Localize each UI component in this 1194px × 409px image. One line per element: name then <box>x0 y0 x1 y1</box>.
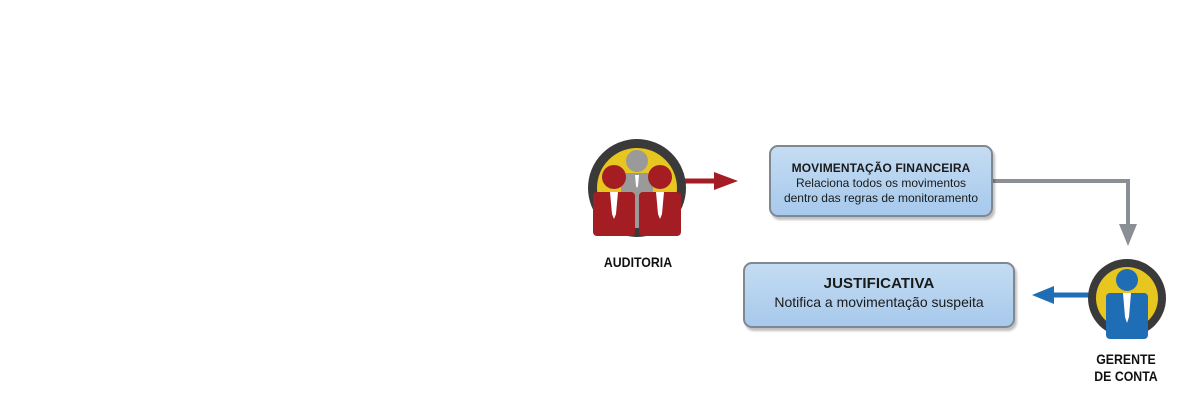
gerente-de-conta-label: GERENTE DE CONTA <box>1082 351 1170 385</box>
arrow-gerente-to-justificativa <box>1032 286 1092 304</box>
movimentacao-description-line1: Relaciona todos os movimentos <box>795 176 967 190</box>
justificativa-description: Notifica a movimentação suspeita <box>774 294 984 310</box>
gerente-label-line1: GERENTE <box>1096 351 1156 367</box>
movimentacao-description-line2: dentro das regras de monitoramento <box>783 191 979 205</box>
arrow-movimentacao-to-gerente <box>993 179 1137 246</box>
movimentacao-title: MOVIMENTAÇÃO FINANCEIRA <box>791 161 971 175</box>
movimentacao-financeira-box: MOVIMENTAÇÃO FINANCEIRA Relaciona todos … <box>769 145 993 217</box>
gerente-person-icon <box>1088 259 1166 339</box>
auditoria-label: AUDITORIA <box>603 254 673 270</box>
auditoria-group-icon <box>588 139 686 237</box>
gerente-label-line2: DE CONTA <box>1094 368 1158 384</box>
justificativa-box: JUSTIFICATIVA Notifica a movimentação su… <box>743 262 1015 328</box>
arrow-auditoria-to-movimentacao <box>682 172 738 190</box>
justificativa-title: JUSTIFICATIVA <box>823 275 935 292</box>
